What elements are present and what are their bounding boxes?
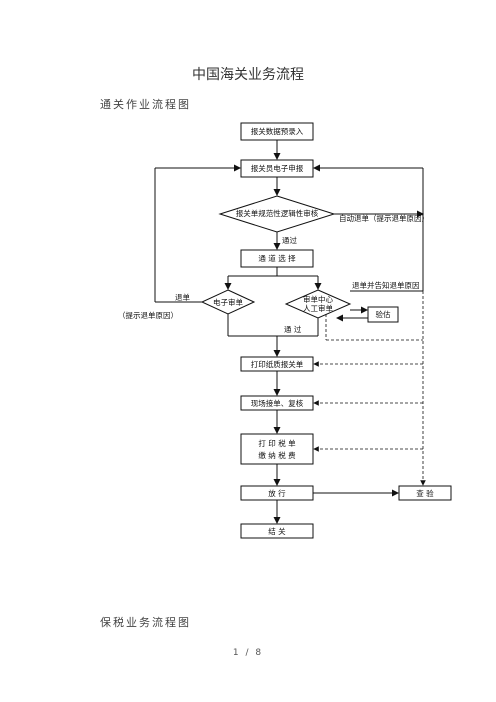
return-label: 退单 <box>175 292 190 302</box>
e-declare-label: 报关员电子申报 <box>251 163 304 173</box>
pass1-label: 通过 <box>282 235 297 245</box>
on-site-label: 现场接单、复核 <box>251 398 304 408</box>
return-notice-label: 退单并告知退单原因 <box>352 280 420 290</box>
auto-return-label: 自动退单（提示退单原因） <box>339 213 429 223</box>
print-tax-label-1: 打 印 税 单 <box>258 438 296 448</box>
inspection-box <box>398 485 452 501</box>
page-title: 中国海关业务流程 <box>192 67 304 83</box>
manual-review-label-2: 人工审单 <box>303 303 333 313</box>
auto-check-label: 报关单规范性逻辑性审核 <box>236 208 319 218</box>
verify-box <box>367 306 399 323</box>
customs-flow-subtitle: 通关作业流程图 <box>100 98 191 111</box>
pass2-label: 通 过 <box>284 324 302 334</box>
bonded-flow-subtitle: 保税业务流程图 <box>100 616 191 629</box>
return-hint-label: （提示退单原因） <box>118 310 178 320</box>
verify-label: 验估 <box>376 309 391 319</box>
channel-label: 通 道 选 择 <box>258 253 296 263</box>
release-label: 放 行 <box>268 488 286 498</box>
manual-review-label-1: 审单中心 <box>303 294 333 304</box>
print-tax-label-2: 缴 纳 税 费 <box>258 450 296 460</box>
print-docs-label: 打印纸质报关单 <box>251 359 304 369</box>
print-tax-box <box>240 433 314 465</box>
clearance-label: 结 关 <box>268 526 286 536</box>
data-entry-label: 报关数据预录入 <box>251 126 304 136</box>
page-number: 1 / 8 <box>232 648 264 658</box>
e-review-label: 电子审单 <box>213 297 243 307</box>
clearance-box <box>240 523 314 539</box>
inspection-label: 查 验 <box>416 488 434 498</box>
